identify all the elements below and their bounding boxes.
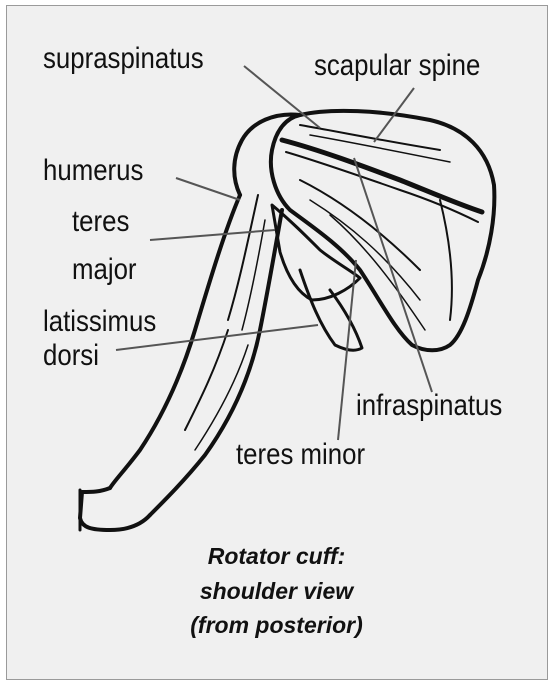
label-humerus: humerus xyxy=(43,156,143,186)
teres-muscles-outline xyxy=(272,205,360,300)
caption-line-1: Rotator cuff: xyxy=(0,545,553,568)
label-latissimus-dorsi-line1: latissimus xyxy=(43,307,156,337)
caption-line-2: shoulder view xyxy=(0,580,553,603)
label-scapular-spine: scapular spine xyxy=(314,51,480,81)
humeral-head-outline xyxy=(234,114,300,195)
label-teres-major-line2: major xyxy=(72,255,137,285)
label-teres-major-line1: teres xyxy=(72,207,129,237)
humerus-leader xyxy=(176,178,240,200)
teres-major-leader xyxy=(150,230,275,240)
label-infraspinatus: infraspinatus xyxy=(356,391,502,421)
label-teres-minor: teres minor xyxy=(236,440,365,470)
label-supraspinatus: supraspinatus xyxy=(43,44,204,74)
supraspinatus-leader xyxy=(244,66,320,128)
label-latissimus-dorsi-line2: dorsi xyxy=(43,341,99,371)
caption-line-3: (from posterior) xyxy=(0,614,553,637)
infraspinatus-leader xyxy=(354,158,432,392)
elbow-stub xyxy=(80,488,150,530)
